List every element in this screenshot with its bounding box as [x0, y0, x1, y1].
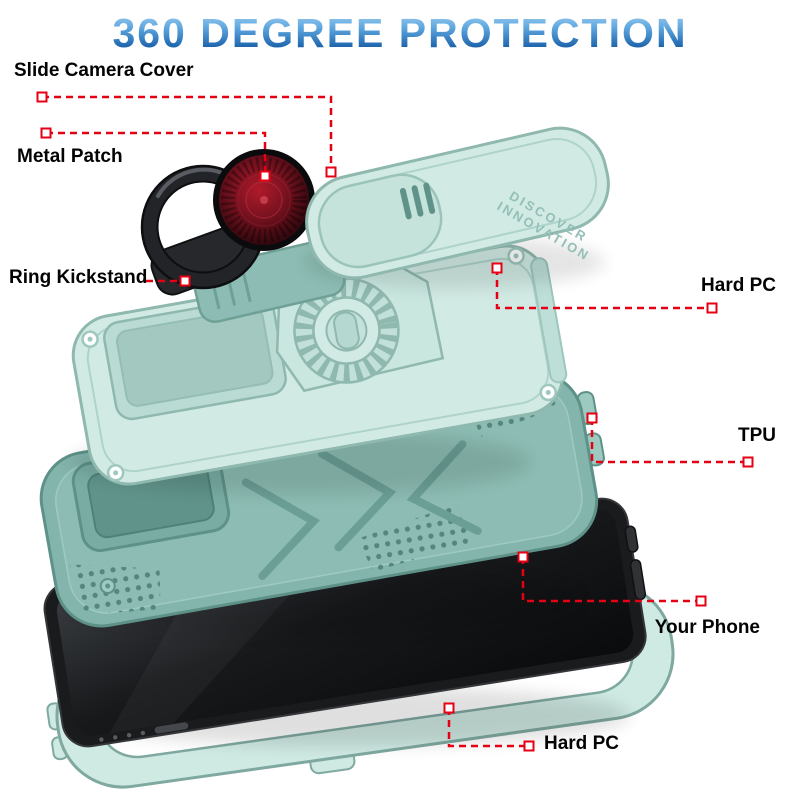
- callout-marker: [742, 456, 754, 468]
- callout-marker: [695, 595, 707, 607]
- phone-side-button: [629, 559, 647, 601]
- callout-marker: [706, 302, 718, 314]
- callout-lines: [42, 95, 744, 748]
- callout-line-your-phone: [521, 557, 697, 603]
- callout-label-metal-patch: Metal Patch: [17, 146, 123, 167]
- callout-line-tpu: [590, 418, 744, 464]
- callout-line-slide-camera-cover: [42, 95, 333, 172]
- callout-markers: [36, 91, 754, 752]
- callout-label-slide-camera-cover: Slide Camera Cover: [14, 60, 194, 81]
- callout-marker: [36, 91, 48, 103]
- phone-speaker-dots: [99, 730, 146, 742]
- callout-marker: [517, 551, 529, 563]
- cover-slide-piece: [317, 173, 443, 269]
- cover-grip-bars: [399, 182, 436, 220]
- callout-label-your-phone: Your Phone: [654, 617, 760, 638]
- ring-kickstand-group: [140, 149, 315, 296]
- callout-marker: [491, 262, 503, 274]
- metal-patch: [213, 149, 315, 251]
- callout-label-hard-pc-bottom: Hard PC: [544, 733, 619, 754]
- camera-cover-layer: [305, 126, 610, 280]
- phone-side-button: [624, 525, 639, 553]
- callout-label-tpu: TPU: [738, 425, 776, 446]
- callout-marker: [523, 740, 535, 752]
- callout-marker: [259, 170, 271, 182]
- callout-line-hard-pc-bottom: [447, 708, 525, 748]
- callout-line-hard-pc-top: [495, 268, 708, 310]
- callout-marker: [325, 166, 337, 178]
- phone-port: [154, 722, 189, 734]
- ring-mount-sunburst: [293, 277, 400, 384]
- callout-line-metal-patch: [46, 131, 267, 172]
- callout-marker: [443, 702, 455, 714]
- callout-label-ring-kickstand: Ring Kickstand: [9, 267, 148, 288]
- page-title: 360 DEGREE PROTECTION: [0, 10, 800, 57]
- case-camera-window-inner: [116, 307, 274, 407]
- callout-marker: [586, 412, 598, 424]
- callout-label-hard-pc-top: Hard PC: [701, 275, 776, 296]
- callout-marker: [179, 275, 191, 287]
- callout-marker: [40, 127, 52, 139]
